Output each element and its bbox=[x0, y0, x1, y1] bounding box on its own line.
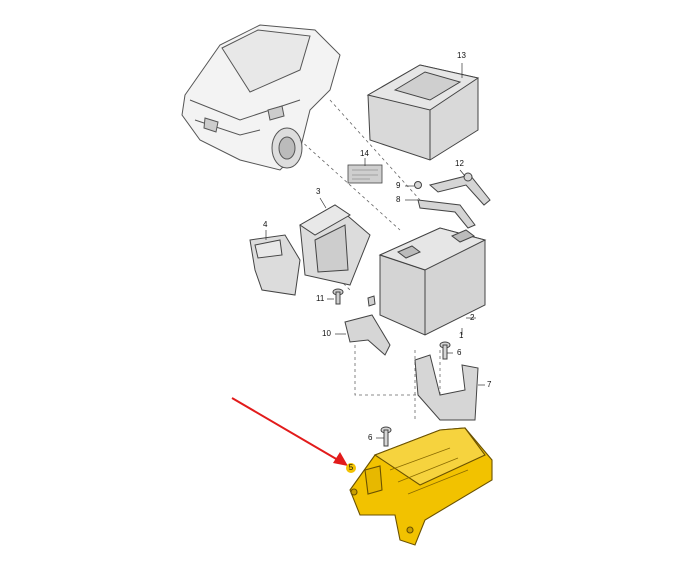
bracket-4 bbox=[249, 234, 301, 296]
bracket-10 bbox=[344, 314, 391, 356]
callout-3: 3 bbox=[316, 187, 321, 196]
callout-7: 7 bbox=[487, 380, 492, 389]
callout-9: 9 bbox=[396, 181, 401, 190]
callout-8: 8 bbox=[396, 195, 401, 204]
hold-down bbox=[380, 341, 479, 447]
callout-11: 11 bbox=[316, 294, 325, 303]
callout-1: 1 bbox=[459, 331, 464, 340]
callout-14: 14 bbox=[360, 149, 369, 158]
bolt-11 bbox=[332, 288, 376, 307]
control-unit bbox=[299, 204, 371, 286]
callout-2: 2 bbox=[470, 313, 475, 322]
callout-6b: 6 bbox=[368, 433, 373, 442]
callout-leaders bbox=[265, 63, 485, 439]
label-plate bbox=[347, 164, 383, 184]
callout-10: 10 bbox=[322, 329, 331, 338]
battery-cover bbox=[366, 64, 480, 161]
callout-5: 5 bbox=[346, 463, 356, 473]
suv-vehicle-icon bbox=[181, 24, 341, 171]
callout-13: 13 bbox=[457, 51, 466, 60]
red-pointer-arrow-icon bbox=[231, 397, 348, 466]
terminal-cable bbox=[414, 172, 491, 229]
battery bbox=[378, 227, 487, 336]
callout-4: 4 bbox=[263, 220, 268, 229]
callout-6a: 6 bbox=[457, 348, 462, 357]
battery-tray bbox=[349, 427, 493, 546]
callout-12: 12 bbox=[455, 159, 464, 168]
